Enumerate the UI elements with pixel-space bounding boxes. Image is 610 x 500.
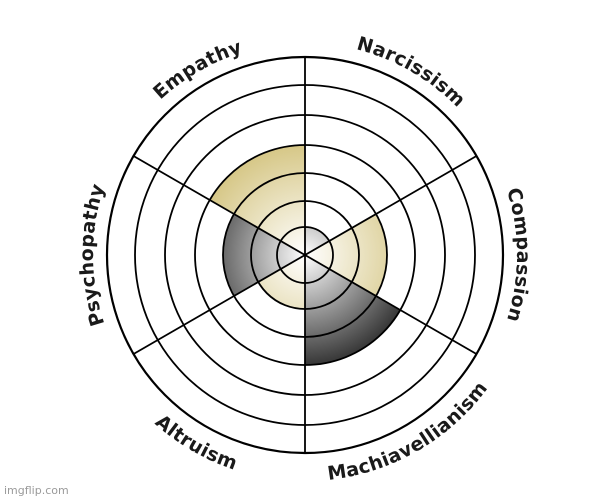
- sector-compassion: [305, 214, 387, 296]
- label-compassion: Compassion: [502, 185, 534, 324]
- label-machiavellianism: Machiavellianism: [326, 377, 492, 485]
- sector-psychopathy: [223, 214, 305, 296]
- grid-spoke-5: [133, 254, 306, 355]
- label-empathy: Empathy: [149, 36, 245, 104]
- grid-layer: [105, 55, 505, 455]
- label-narcissism: Narcissism: [355, 33, 470, 112]
- label-psychopathy: Psychopathy: [76, 181, 109, 329]
- watermark: imgflip.com: [4, 484, 69, 497]
- grid-spoke-2: [304, 155, 477, 256]
- grid-spoke-6: [133, 155, 306, 256]
- grid-spoke-3: [304, 254, 477, 355]
